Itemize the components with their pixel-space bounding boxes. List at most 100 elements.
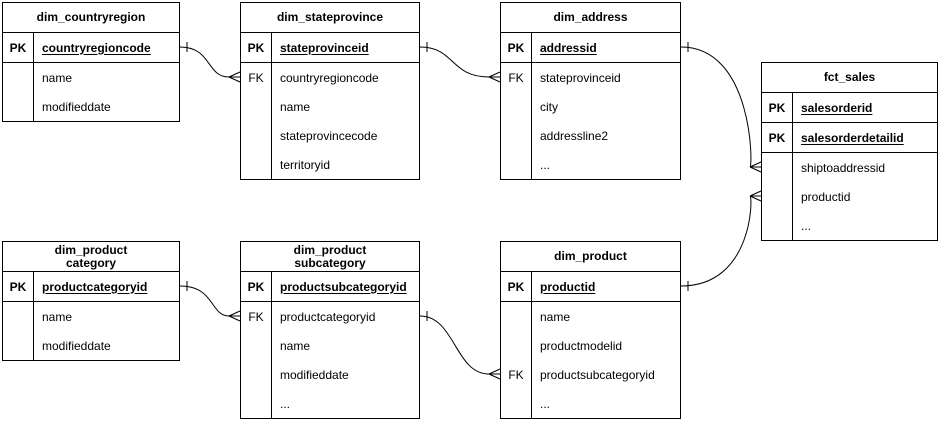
field-name: productmodelid bbox=[540, 338, 623, 353]
field-row: productmodelid bbox=[501, 331, 680, 360]
field-row: productid bbox=[762, 182, 937, 211]
field-name: ... bbox=[801, 218, 812, 233]
many-cardinality-crowfoot-icon bbox=[228, 71, 241, 83]
many-cardinality-crowfoot-icon bbox=[488, 368, 501, 380]
field-row: PK productid bbox=[501, 272, 680, 302]
entity-title: fct_sales bbox=[762, 63, 937, 93]
field-name: addressline2 bbox=[540, 128, 609, 143]
key-badge: PK bbox=[762, 123, 793, 152]
key-badge bbox=[241, 389, 272, 418]
field-name: shiptoaddressid bbox=[801, 160, 886, 175]
field-row: PK countryregioncode bbox=[3, 33, 179, 63]
field-name: city bbox=[540, 99, 558, 114]
key-badge bbox=[241, 331, 272, 360]
field-name: stateprovincecode bbox=[280, 128, 378, 143]
key-badge: FK bbox=[241, 302, 272, 331]
field-row: shiptoaddressid bbox=[762, 153, 937, 182]
field-name: salesorderdetailid bbox=[801, 130, 904, 145]
many-cardinality-crowfoot-icon bbox=[488, 71, 501, 83]
key-badge: PK bbox=[3, 33, 34, 62]
relationship-subcategory-product[interactable] bbox=[419, 311, 501, 380]
field-name: addressid bbox=[540, 40, 597, 55]
field-name: productid bbox=[801, 189, 851, 204]
field-name: salesorderid bbox=[801, 100, 873, 115]
field-name: countryregioncode bbox=[42, 40, 151, 55]
key-badge bbox=[762, 153, 793, 182]
field-name: productsubcategoryid bbox=[280, 279, 407, 294]
connector-line bbox=[179, 46, 230, 78]
field-row: modifieddate bbox=[241, 360, 419, 389]
many-cardinality-crowfoot-icon bbox=[228, 310, 241, 322]
relationship-product-fctsales[interactable] bbox=[680, 190, 762, 291]
field-row: ... bbox=[501, 389, 680, 418]
relationship-countryregion-stateprovince[interactable] bbox=[179, 42, 241, 83]
field-row: FK productsubcategoryid bbox=[501, 360, 680, 389]
key-badge bbox=[241, 121, 272, 150]
relationship-stateprovince-address[interactable] bbox=[419, 42, 501, 83]
key-badge: FK bbox=[501, 360, 532, 389]
key-badge bbox=[3, 331, 34, 360]
field-name: ... bbox=[540, 396, 551, 411]
field-row: name bbox=[501, 302, 680, 331]
field-name: countryregioncode bbox=[280, 70, 379, 85]
field-name: productsubcategoryid bbox=[540, 367, 655, 382]
key-badge bbox=[501, 389, 532, 418]
field-name: productid bbox=[540, 279, 596, 294]
field-name: productcategoryid bbox=[280, 309, 376, 324]
key-badge: FK bbox=[501, 63, 532, 92]
key-badge bbox=[501, 121, 532, 150]
key-badge: PK bbox=[3, 272, 34, 301]
entity-title: dim_stateprovince bbox=[241, 3, 419, 33]
entity-dim-countryregion[interactable]: dim_countryregion PK countryregioncode n… bbox=[2, 2, 180, 122]
field-row: name bbox=[3, 63, 179, 92]
relationship-category-subcategory[interactable] bbox=[179, 281, 241, 322]
connector-line bbox=[419, 315, 490, 375]
field-row: ... bbox=[762, 211, 937, 240]
key-badge bbox=[762, 182, 793, 211]
entity-title: dim_product subcategory bbox=[241, 242, 419, 272]
field-row: ... bbox=[501, 150, 680, 179]
field-row: FK productcategoryid bbox=[241, 302, 419, 331]
key-badge bbox=[501, 331, 532, 360]
field-name: name bbox=[540, 309, 571, 324]
field-row: name bbox=[241, 92, 419, 121]
key-badge bbox=[241, 150, 272, 179]
field-name: name bbox=[280, 99, 311, 114]
entity-dim-product-category[interactable]: dim_product category PK productcategoryi… bbox=[2, 241, 180, 361]
entity-fct-sales[interactable]: fct_sales PK salesorderid PK salesorderd… bbox=[761, 62, 938, 241]
field-row: modifieddate bbox=[3, 331, 179, 360]
field-row: territoryid bbox=[241, 150, 419, 179]
key-badge: PK bbox=[501, 272, 532, 301]
field-row: PK productcategoryid bbox=[3, 272, 179, 302]
field-row: name bbox=[3, 302, 179, 331]
connector-line bbox=[419, 46, 490, 78]
key-badge: PK bbox=[501, 33, 532, 62]
key-badge bbox=[3, 302, 34, 331]
entity-dim-product-subcategory[interactable]: dim_product subcategory PK productsubcat… bbox=[240, 241, 420, 419]
key-badge: PK bbox=[241, 272, 272, 301]
relationship-address-fctsales[interactable] bbox=[680, 42, 762, 173]
field-row: FK stateprovinceid bbox=[501, 63, 680, 92]
key-badge: FK bbox=[241, 63, 272, 92]
field-row: addressline2 bbox=[501, 121, 680, 150]
field-row: city bbox=[501, 92, 680, 121]
field-row: PK salesorderdetailid bbox=[762, 123, 937, 153]
key-badge: PK bbox=[762, 93, 793, 122]
field-row: PK addressid bbox=[501, 33, 680, 63]
many-cardinality-crowfoot-icon bbox=[749, 161, 762, 173]
connector-line bbox=[179, 285, 230, 317]
entity-dim-product[interactable]: dim_product PK productid name productmod… bbox=[500, 241, 681, 419]
field-name: name bbox=[280, 338, 311, 353]
field-name: name bbox=[42, 309, 73, 324]
field-row: PK salesorderid bbox=[762, 93, 937, 123]
entity-dim-address[interactable]: dim_address PK addressid FK stateprovinc… bbox=[500, 2, 681, 180]
key-badge bbox=[501, 92, 532, 121]
field-row: ... bbox=[241, 389, 419, 418]
field-name: stateprovinceid bbox=[280, 40, 369, 55]
entity-dim-stateprovince[interactable]: dim_stateprovince PK stateprovinceid FK … bbox=[240, 2, 420, 180]
field-row: name bbox=[241, 331, 419, 360]
field-name: ... bbox=[280, 396, 291, 411]
field-name: name bbox=[42, 70, 73, 85]
key-badge bbox=[762, 211, 793, 240]
key-badge bbox=[3, 92, 34, 121]
